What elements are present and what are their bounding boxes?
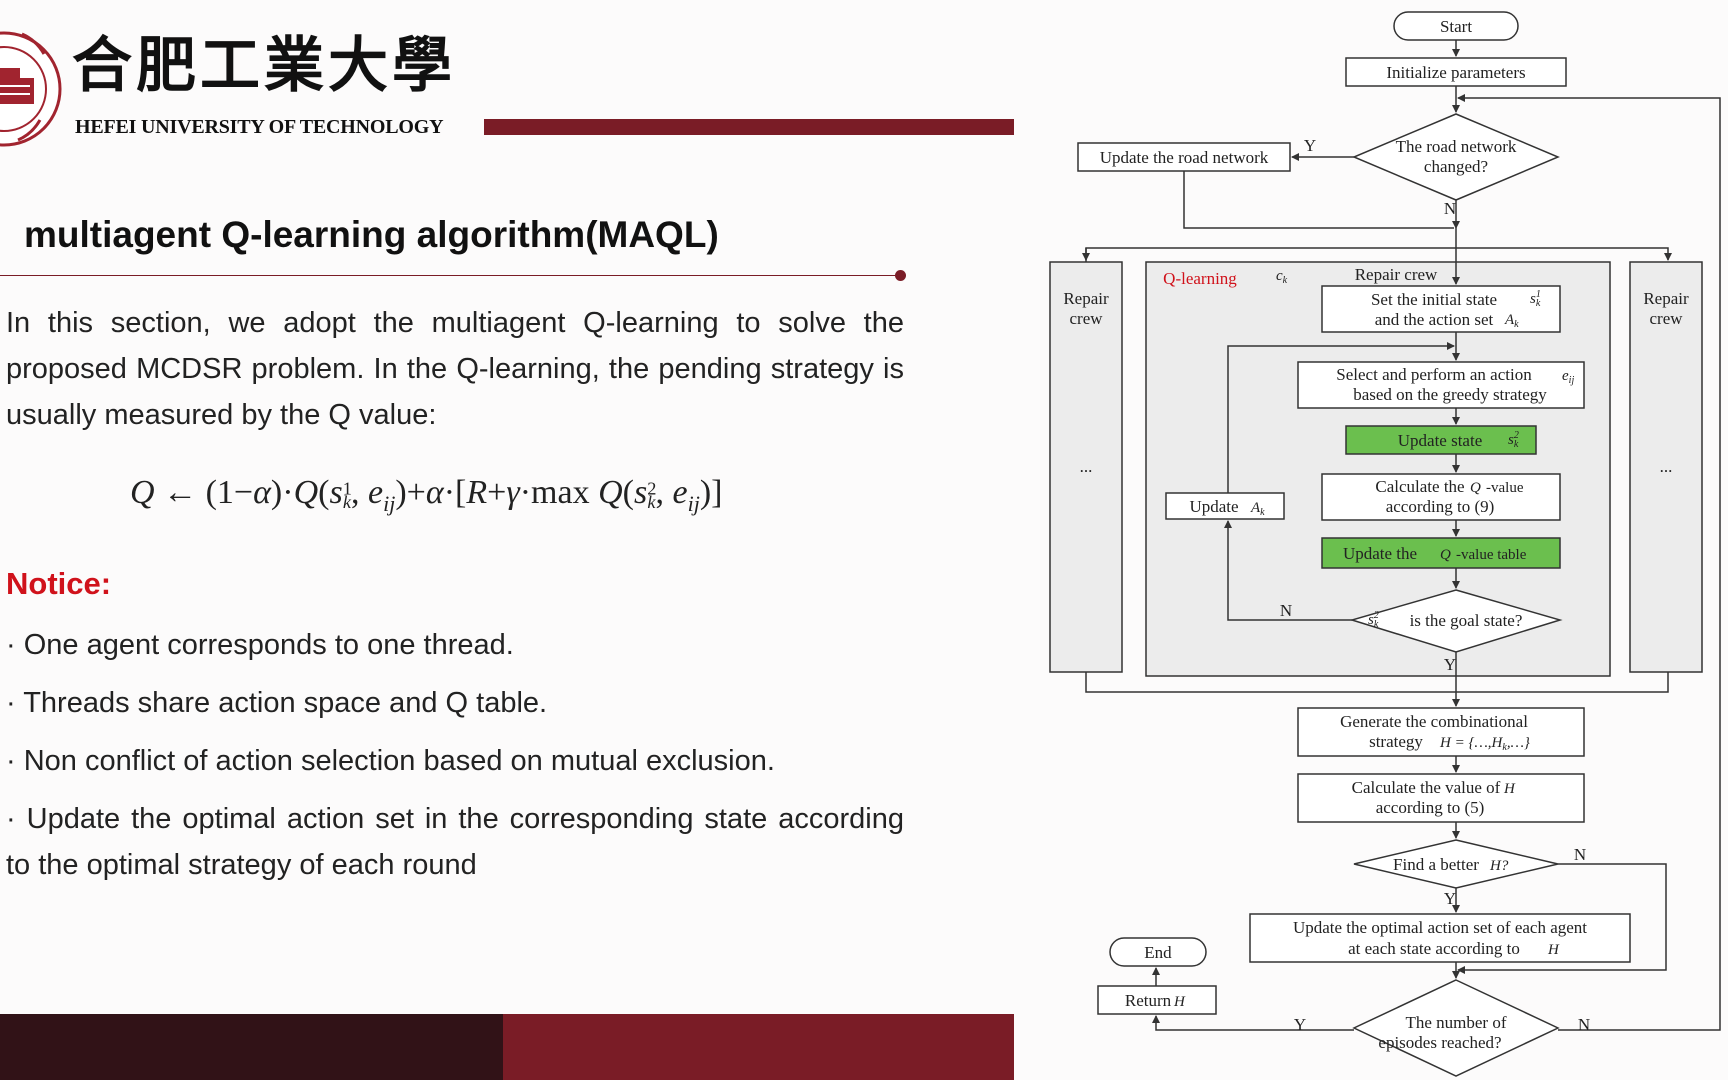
episodes-no-label: N (1578, 1015, 1590, 1034)
end-label: End (1144, 943, 1172, 962)
repair-crew-left-label-1: Repair (1063, 289, 1109, 308)
update-road-label: Update the road network (1100, 148, 1269, 167)
notice-bullet-1: · One agent corresponds to one thread. (6, 629, 514, 661)
repair-crew-right-label-1: Repair (1643, 289, 1689, 308)
maql-flowchart: Start Initialize parameters The road net… (1049, 11, 1721, 1077)
generate-label-1: Generate the combinational (1340, 712, 1528, 731)
initialize-box (1345, 57, 1567, 87)
episodes-label-2: episodes reached? (1378, 1033, 1501, 1052)
end-node (1109, 937, 1207, 967)
repair-crew-right-label-2: crew (1649, 309, 1683, 328)
calc-q-box (1321, 473, 1561, 521)
road-changed-label-1: The road network (1396, 137, 1517, 156)
calc-q-label-1: Calculate the (1375, 477, 1464, 496)
update-qtable-box (1321, 537, 1561, 569)
notice-bullet-2: · Threads share action space and Q table… (6, 687, 548, 719)
goal-no-label: N (1280, 601, 1292, 620)
goal-state-label: is the goal state? (1410, 611, 1523, 630)
repair-crew-right-panel (1629, 261, 1703, 673)
notice-bullet-3: · Non conflict of action selection based… (6, 745, 775, 777)
episodes-diamond (1352, 979, 1560, 1077)
select-action-box (1297, 361, 1585, 409)
update-optimal-label-2: at each state according to (1348, 939, 1520, 958)
update-optimal-label-1: Update the optimal action set of each ag… (1293, 918, 1587, 937)
calc-h-label-1: Calculate the value of (1352, 778, 1501, 797)
update-optimal-box (1249, 913, 1631, 963)
footer-red-band (503, 1014, 1014, 1080)
better-h-label: Find a better (1393, 855, 1479, 874)
repair-crew-right-ellipsis: ... (1660, 457, 1673, 476)
select-action-label-2: based on the greedy strategy (1353, 385, 1547, 404)
update-road-box (1077, 142, 1291, 172)
calc-h-label-2: according to (5) (1376, 798, 1485, 817)
repair-crew-left-label-2: crew (1069, 309, 1103, 328)
return-h-label: Return (1125, 991, 1172, 1010)
set-initial-box (1321, 285, 1561, 333)
generate-strategy-box (1297, 707, 1585, 757)
title-divider-dot (895, 270, 906, 281)
repair-crew-left-ellipsis: ... (1080, 457, 1093, 476)
university-seal-icon (0, 31, 62, 147)
svg-text:H: H (1173, 994, 1186, 1010)
university-logo-english: HEFEI UNIVERSITY OF TECHNOLOGY (75, 116, 444, 138)
svg-text:s2k: s2k (1508, 430, 1519, 450)
road-changed-label-2: changed? (1424, 157, 1488, 176)
update-state-label: Update state (1398, 431, 1483, 450)
goal-yes-label: Y (1444, 655, 1456, 674)
footer-dark-band (0, 1014, 503, 1080)
repair-crew-left-panel (1049, 261, 1123, 673)
svg-text:s1k: s1k (1530, 289, 1541, 309)
svg-text:H?: H? (1489, 858, 1509, 874)
update-a-label: Update (1189, 497, 1238, 516)
start-label: Start (1440, 17, 1472, 36)
svg-text:H: H (1503, 781, 1516, 797)
road-yes-label: Y (1304, 136, 1316, 155)
calc-h-box (1297, 773, 1585, 823)
slide-title: multiagent Q-learning algorithm(MAQL) (24, 214, 719, 255)
svg-text:Q: Q (1470, 480, 1481, 496)
calc-q-label-2: according to (9) (1386, 497, 1495, 516)
university-logo-chinese: 合肥工業大學 (72, 31, 456, 101)
update-state-box (1345, 425, 1537, 455)
intro-paragraph: In this section, we adopt the multiagent… (6, 307, 904, 431)
svg-text:Q: Q (1440, 547, 1451, 563)
better-h-yes-label: Y (1444, 889, 1456, 908)
set-initial-label-1: Set the initial state (1371, 290, 1497, 309)
road-no-label: N (1444, 199, 1456, 218)
generate-label-2: strategy (1369, 732, 1423, 751)
svg-text:H = {…,Hk,…}: H = {…,Hk,…} (1439, 735, 1530, 753)
select-action-label-1: Select and perform an action (1336, 365, 1532, 384)
svg-text:H: H (1547, 942, 1560, 958)
q-update-formula: Q ← (1−α)·Q(s1k, eij)+α·[R+γ·max Q(s2k, … (130, 474, 723, 516)
set-initial-label-2: and the action set (1375, 310, 1494, 329)
header-accent-bar (484, 119, 1014, 135)
svg-text:ck: ck (1276, 268, 1288, 286)
notice-bullet-4: · Update the optimal action set in the c… (6, 803, 904, 881)
episodes-label-1: The number of (1405, 1013, 1506, 1032)
initialize-label: Initialize parameters (1386, 63, 1525, 82)
better-h-no-label: N (1574, 845, 1586, 864)
episodes-yes-label: Y (1294, 1015, 1306, 1034)
notice-heading: Notice: (6, 566, 112, 601)
svg-text:-value table: -value table (1456, 547, 1527, 563)
update-a-box (1165, 492, 1285, 520)
repair-crew-center-label: Repair crew (1355, 265, 1438, 284)
update-qtable-label: Update the (1343, 544, 1417, 563)
svg-text:s2k: s2k (1368, 610, 1379, 630)
return-h-box (1097, 985, 1217, 1015)
title-divider (0, 275, 900, 276)
svg-text:-value: -value (1486, 480, 1524, 496)
q-learning-label: Q-learning (1163, 269, 1237, 288)
